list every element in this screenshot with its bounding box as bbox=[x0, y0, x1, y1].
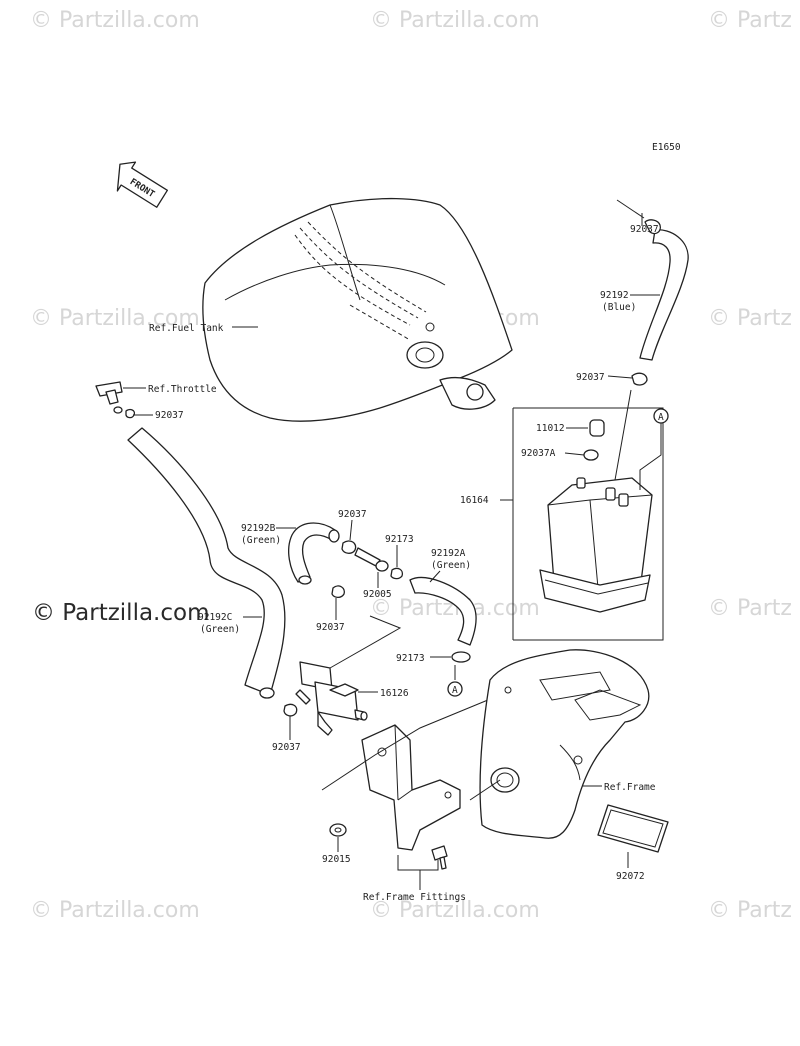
hose-92192b-green bbox=[288, 522, 336, 583]
label-92037-top: 92037 bbox=[630, 224, 659, 235]
label-92192: 92192 bbox=[600, 290, 629, 301]
clip-92037-left-top bbox=[125, 408, 136, 419]
cap-11012 bbox=[589, 419, 605, 437]
canister-16164 bbox=[539, 477, 653, 613]
watermark-prominent: © Partzilla.com bbox=[32, 600, 210, 626]
callout-a-bottom-label: A bbox=[452, 685, 458, 696]
label-92037-mid-bottom: 92037 bbox=[316, 622, 345, 633]
fuel-tank-outline bbox=[202, 197, 513, 422]
label-ref-frame: Ref.Frame bbox=[604, 782, 656, 793]
frame-outline bbox=[479, 649, 650, 839]
clip-92173-bottom bbox=[451, 651, 471, 663]
label-92072: 92072 bbox=[616, 871, 645, 882]
fitting-92005 bbox=[354, 547, 389, 572]
label-92192-color: (Blue) bbox=[602, 302, 636, 313]
callout-a-bottom bbox=[447, 681, 463, 697]
label-92173-bottom: 92173 bbox=[396, 653, 425, 664]
label-ref-frame-fittings: Ref.Frame Fittings bbox=[363, 892, 466, 903]
watermark: © Partz bbox=[708, 8, 792, 33]
diagram-code: E1650 bbox=[652, 142, 681, 153]
watermark: © Partz bbox=[708, 898, 792, 923]
front-arrow-icon: FRONT bbox=[116, 161, 168, 208]
label-92037a: 92037A bbox=[521, 448, 556, 459]
solenoid-valve-16126 bbox=[295, 661, 368, 736]
clip-92037a bbox=[583, 449, 599, 461]
label-92173-top: 92173 bbox=[385, 534, 414, 545]
throttle-fitting bbox=[95, 381, 123, 414]
label-16126: 16126 bbox=[380, 688, 409, 699]
watermark: © Partzilla.com bbox=[370, 8, 540, 33]
label-92192c: 92192C bbox=[198, 612, 232, 623]
label-92192c-color: (Green) bbox=[200, 624, 240, 635]
label-92037-mid-top: 92037 bbox=[338, 509, 367, 520]
label-ref-throttle: Ref.Throttle bbox=[148, 384, 217, 395]
nut-92015 bbox=[329, 823, 347, 837]
callout-a-top-label: A bbox=[658, 412, 664, 423]
label-92005: 92005 bbox=[363, 589, 392, 600]
watermark: © Partz bbox=[708, 596, 792, 621]
hose-92192a-green bbox=[409, 576, 477, 646]
label-11012: 11012 bbox=[536, 423, 565, 434]
watermark: © Partzilla.com bbox=[30, 898, 200, 923]
label-92192b: 92192B bbox=[241, 523, 276, 534]
bolt bbox=[431, 845, 448, 870]
label-92192a: 92192A bbox=[431, 548, 466, 559]
watermark: © Partz bbox=[708, 306, 792, 331]
bracket-frame-fitting bbox=[361, 724, 461, 851]
label-92192a-color: (Green) bbox=[431, 560, 471, 571]
label-92037-left-bottom: 92037 bbox=[272, 742, 301, 753]
label-16164: 16164 bbox=[460, 495, 489, 506]
clip-92037-mid-top bbox=[341, 540, 357, 554]
watermark: © Partzilla.com bbox=[30, 306, 200, 331]
label-92015: 92015 bbox=[322, 854, 351, 865]
label-92037-right: 92037 bbox=[576, 372, 605, 383]
watermark: © Partzilla.com bbox=[30, 8, 200, 33]
clip-92037-mid-bottom bbox=[331, 585, 345, 599]
label-92192b-color: (Green) bbox=[241, 535, 281, 546]
hose-92192c-green bbox=[127, 427, 286, 696]
clip-92037-left-bottom bbox=[283, 703, 298, 717]
hose-92192-blue bbox=[631, 219, 689, 386]
label-92037-left-top: 92037 bbox=[155, 410, 184, 421]
clip-92173-top bbox=[390, 567, 404, 580]
pad-92072 bbox=[597, 804, 669, 853]
label-ref-fuel-tank: Ref.Fuel Tank bbox=[149, 323, 224, 334]
canister-callout-box bbox=[500, 407, 664, 641]
watermark: © Partzilla.com bbox=[370, 898, 540, 923]
